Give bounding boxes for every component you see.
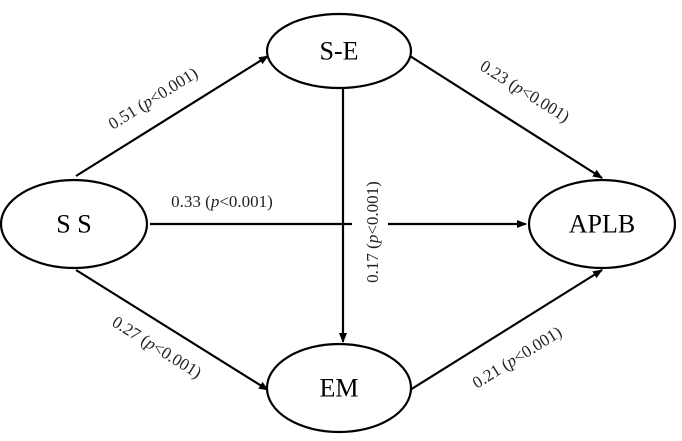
node-se: S-E [265, 12, 413, 90]
label-ss-to-se: 0.51 (p<0.001) [105, 63, 201, 133]
node-aplb: APLB [527, 178, 677, 270]
node-em: EM [265, 342, 413, 434]
node-aplb-shape [527, 178, 677, 270]
node-se-label: S-E [320, 37, 359, 66]
label-se-to-aplb: 0.23 (p<0.001) [477, 56, 573, 126]
node-aplb-label: APLB [569, 210, 635, 239]
node-em-label: EM [320, 374, 359, 403]
edge-crossing-gap [352, 216, 388, 232]
label-se-to-em: 0.17 (p<0.001) [363, 181, 382, 283]
edge-ss-to-se [75, 55, 269, 177]
node-se-shape [265, 12, 413, 90]
edge-se-to-aplb [409, 55, 603, 179]
label-ss-to-aplb: 0.33 (p<0.001) [171, 192, 273, 211]
edge-em-to-aplb [409, 269, 603, 391]
node-em-shape [265, 342, 413, 434]
node-ss-shape [0, 178, 149, 270]
label-ss-to-em: 0.27 (p<0.001) [109, 312, 205, 382]
label-em-to-aplb: 0.21 (p<0.001) [469, 322, 565, 392]
node-ss-label: S S [56, 210, 91, 239]
edge-ss-to-em [75, 269, 269, 391]
node-ss: S S [0, 178, 149, 270]
